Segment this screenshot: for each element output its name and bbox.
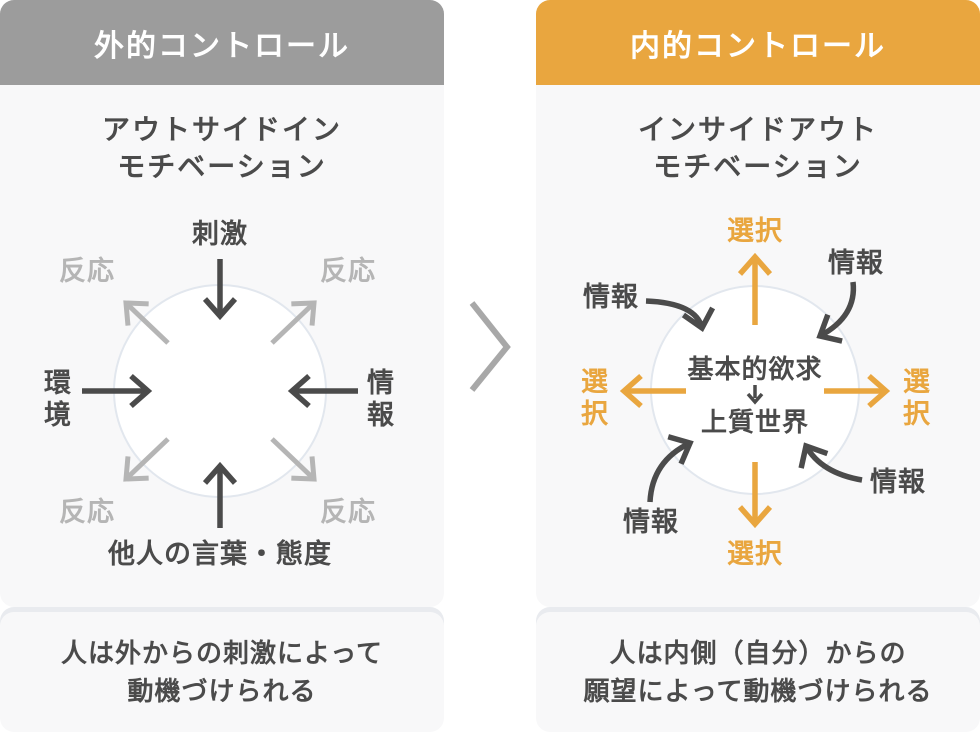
- internal-control-caption: 人は内側（自分）からの 願望によって動機づけられる: [536, 612, 980, 732]
- outside-in-diagram: 刺激 環 境 情 報 他人の言葉・態度 反応 反応 反応 反応: [44, 218, 395, 569]
- needs-to-quality-world-arrowhead: [746, 392, 764, 405]
- internal-control-title: 内的コントロール: [630, 29, 886, 63]
- environment-label-char2: 境: [44, 400, 72, 430]
- internal-control-panel: 内的コントロール インサイドアウト モチベーション: [536, 0, 980, 607]
- reaction-label-top-left: 反応: [59, 255, 115, 286]
- internal-control-column: 内的コントロール インサイドアウト モチベーション: [536, 0, 980, 732]
- inside-out-diagram: 基本的欲求 上質世界 選択 選択 選 択 選 択 情報 情報 情報 情報: [581, 216, 931, 569]
- info-arrow-bottom-left: [647, 434, 694, 503]
- inside-out-motivation-title: インサイドアウト モチベーション: [536, 111, 980, 185]
- others-words-label: 他人の言葉・態度: [107, 538, 332, 569]
- info-label-bottom-left: 情報: [623, 507, 679, 537]
- quality-world-label: 上質世界: [701, 407, 809, 437]
- caption-line-2: 動機づけられる: [127, 676, 317, 706]
- title-line-2: モチベーション: [653, 151, 863, 182]
- choice-label-left-char1: 選: [581, 367, 609, 397]
- caption-line-1: 人は外からの刺激によって: [61, 638, 383, 668]
- external-control-title: 外的コントロール: [94, 29, 350, 63]
- choice-label-left-char2: 択: [581, 399, 609, 429]
- reaction-label-top-right: 反応: [320, 255, 376, 286]
- info-arrow-top-right: [816, 281, 857, 344]
- information-label-char2: 報: [367, 400, 395, 430]
- info-arrow-top-left: [645, 298, 716, 333]
- choice-label-right-char2: 択: [903, 399, 931, 429]
- internal-control-body: インサイドアウト モチベーション: [536, 85, 980, 607]
- title-line-1: アウトサイドイン: [101, 114, 342, 145]
- basic-needs-label: 基本的欲求: [687, 354, 822, 384]
- internal-control-header: 内的コントロール: [536, 0, 980, 85]
- external-control-header: 外的コントロール: [0, 0, 444, 85]
- choice-label-top: 選択: [727, 216, 783, 246]
- external-control-column: 外的コントロール アウトサイドイン モチベーション: [0, 0, 444, 732]
- information-label-char1: 情: [367, 368, 395, 398]
- choice-label-right-char1: 選: [903, 367, 931, 397]
- reaction-label-bottom-left: 反応: [59, 496, 115, 527]
- environment-label-char1: 環: [44, 368, 72, 398]
- reaction-arrow-top-left: [123, 300, 170, 345]
- external-control-body: アウトサイドイン モチベーション: [0, 85, 444, 607]
- reaction-label-bottom-right: 反応: [320, 496, 376, 527]
- title-line-1: インサイドアウト: [637, 114, 878, 145]
- caption-line-1: 人は内側（自分）からの: [609, 638, 907, 668]
- outside-in-motivation-title: アウトサイドイン モチベーション: [0, 111, 444, 185]
- info-label-top-left: 情報: [583, 282, 639, 312]
- choice-label-bottom: 選択: [727, 539, 783, 569]
- stimulus-label: 刺激: [192, 218, 248, 249]
- reaction-arrow-bottom-left: [123, 437, 170, 482]
- info-arrow-bottom-right: [798, 442, 863, 483]
- info-label-bottom-right: 情報: [870, 467, 926, 497]
- chevron-right-icon: [469, 301, 511, 392]
- external-control-panel: 外的コントロール アウトサイドイン モチベーション: [0, 0, 444, 607]
- title-line-2: モチベーション: [117, 151, 327, 182]
- reaction-arrow-top-right: [270, 300, 317, 345]
- external-control-caption: 人は外からの刺激によって 動機づけられる: [0, 612, 444, 732]
- info-label-top-right: 情報: [828, 248, 884, 278]
- reaction-arrow-bottom-right: [270, 437, 317, 482]
- caption-line-2: 願望によって動機づけられる: [583, 676, 933, 706]
